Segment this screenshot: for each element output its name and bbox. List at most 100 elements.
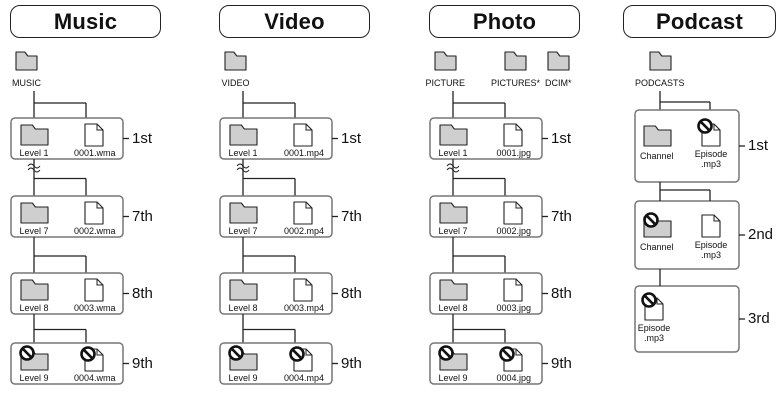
file-icon-fold <box>96 349 103 356</box>
top-folder-icon <box>434 51 457 71</box>
file-icon-fold <box>305 202 312 209</box>
folder-icon <box>229 202 258 224</box>
file-label: Episode .mp3 <box>694 149 728 169</box>
file-icon-fold <box>713 215 720 222</box>
break-mark-icon <box>236 163 250 169</box>
folder-icon <box>20 202 49 224</box>
level-ordinal: 9th <box>132 354 153 372</box>
top-folder-icon <box>649 51 672 71</box>
folder-icon <box>439 202 468 224</box>
top-folder-label: VIDEO <box>221 78 250 88</box>
file-label: 0003.wma <box>74 303 116 313</box>
top-folder-icon <box>224 51 247 71</box>
no-entry-icon-bar <box>699 120 711 132</box>
level-ordinal: 7th <box>132 207 153 225</box>
folder-label: Level 9 <box>438 373 468 383</box>
file-label: 0002.wma <box>74 226 116 236</box>
folder-icon <box>439 124 468 146</box>
file-icon <box>84 123 104 147</box>
folder-label: Level 7 <box>438 226 468 236</box>
no-entry-icon-bar <box>643 294 655 306</box>
file-icon <box>503 278 523 302</box>
file-label: 0001.jpg <box>496 148 532 158</box>
no-entry-icon-bar <box>82 348 94 360</box>
level-ordinal: 9th <box>551 354 572 372</box>
file-label: 0004.wma <box>74 373 116 383</box>
break-mark-icon <box>27 163 41 169</box>
no-entry-icon-bar <box>291 348 303 360</box>
level-ordinal: 9th <box>341 354 362 372</box>
folder-label: Channel <box>640 242 674 252</box>
level-ordinal: 1st <box>341 129 362 147</box>
break-mark-icon <box>446 163 460 169</box>
file-icon-fold <box>96 279 103 286</box>
top-folder-label: MUSIC <box>12 78 41 88</box>
file-icon-fold <box>515 202 522 209</box>
no-entry-icon-bar <box>645 214 657 226</box>
folder-icon <box>20 124 49 146</box>
file-icon <box>84 201 104 225</box>
folder-icon <box>20 279 49 301</box>
folder-label: Level 9 <box>228 373 258 383</box>
header-video: Video <box>219 5 370 38</box>
folder-label: Level 8 <box>228 303 258 313</box>
level-ordinal: 8th <box>551 284 572 302</box>
file-icon-fold <box>96 124 103 131</box>
file-label: 0003.jpg <box>496 303 532 313</box>
level-ordinal: 7th <box>341 207 362 225</box>
no-entry-icon-bar <box>21 347 33 359</box>
file-icon <box>701 214 721 238</box>
file-label: 0001.mp4 <box>284 148 325 158</box>
folder-label: Level 7 <box>228 226 258 236</box>
folder-icon <box>439 279 468 301</box>
file-label: 0004.jpg <box>496 373 532 383</box>
file-label: 0001.wma <box>74 148 116 158</box>
folder-icon <box>229 124 258 146</box>
file-icon-fold <box>515 349 522 356</box>
folder-icon <box>229 279 258 301</box>
file-icon <box>84 278 104 302</box>
level-ordinal: 1st <box>132 129 153 147</box>
file-icon-fold <box>515 279 522 286</box>
level-ordinal: 7th <box>551 207 572 225</box>
file-label: Episode .mp3 <box>694 240 728 260</box>
folder-label: Channel <box>640 151 674 161</box>
header-podcast: Podcast <box>623 5 776 38</box>
file-label: 0002.jpg <box>496 226 532 236</box>
file-icon-fold <box>305 279 312 286</box>
header-music: Music <box>10 5 161 38</box>
top-folder-label: PICTURES* <box>491 78 541 88</box>
no-entry-icon-bar <box>230 347 242 359</box>
top-folder-icon <box>547 51 570 71</box>
folder-label: Level 1 <box>228 148 258 158</box>
level-ordinal: 3rd <box>748 310 770 327</box>
top-folder-label: DCIM* <box>545 78 572 88</box>
header-photo: Photo <box>429 5 580 38</box>
file-icon-fold <box>515 124 522 131</box>
level-ordinal: 8th <box>132 284 153 302</box>
file-icon <box>503 123 523 147</box>
level-ordinal: 8th <box>341 284 362 302</box>
file-icon-fold <box>656 298 663 305</box>
top-folder-icon <box>504 51 527 71</box>
break-mark-icon-b <box>236 167 250 173</box>
file-icon <box>293 123 313 147</box>
top-folder-label: PODCASTS <box>635 78 685 88</box>
file-icon-fold <box>713 124 720 131</box>
folder-label: Level 1 <box>19 148 49 158</box>
break-mark-icon-b <box>27 167 41 173</box>
file-label: 0003.mp4 <box>284 303 325 313</box>
top-folder-icon <box>15 51 38 71</box>
folder-icon <box>643 125 672 147</box>
file-icon <box>503 201 523 225</box>
file-label: Episode .mp3 <box>637 323 671 343</box>
level-ordinal: 1st <box>748 137 769 154</box>
level-ordinal: 1st <box>551 129 572 147</box>
level-ordinal: 2nd <box>748 226 774 243</box>
file-icon <box>293 278 313 302</box>
file-icon-fold <box>96 202 103 209</box>
file-label: 0004.mp4 <box>284 373 325 383</box>
folder-label: Level 7 <box>19 226 49 236</box>
file-icon-fold <box>305 349 312 356</box>
